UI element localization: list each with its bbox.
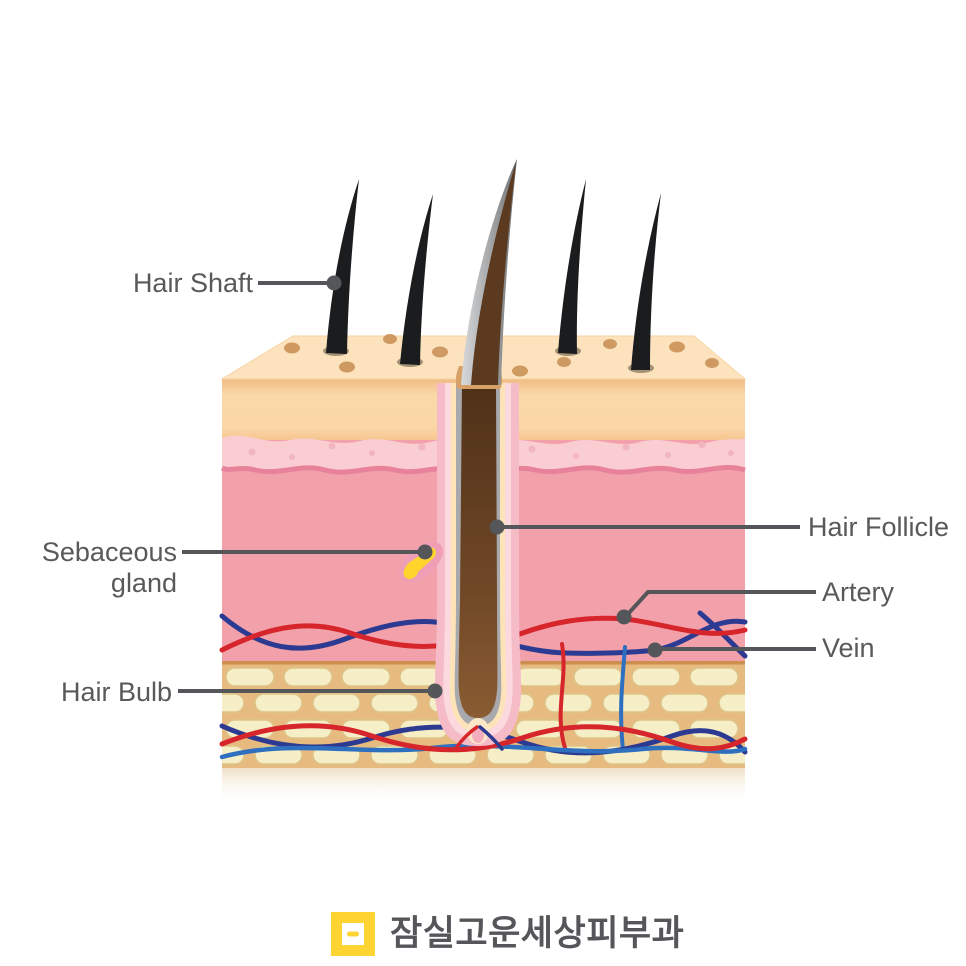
artery-leader: [616, 590, 816, 625]
papilla-artery: [454, 725, 479, 750]
block-shadow: [222, 768, 745, 804]
vein-branch-vertical: [619, 645, 627, 752]
blood-vessels-hypodermis: [219, 723, 748, 760]
label-hair-follicle: Hair Follicle: [808, 512, 950, 542]
yellow-square-dash-icon: [331, 912, 375, 956]
clinic-name-text: 잠실고운세상피부과: [390, 914, 685, 953]
hairs: [323, 159, 661, 385]
artery-branch-vertical: [558, 642, 567, 750]
label-hair-bulb: Hair Bulb: [60, 677, 172, 707]
hair-shaft-central-core: [471, 162, 516, 385]
hair-bulb-leader: [178, 683, 443, 699]
label-sebaceous-line2: gland: [110, 568, 177, 598]
hair-shaft-leader: [258, 275, 342, 291]
hair-root-brown: [458, 383, 498, 718]
dermal-papilla-inner: [472, 727, 484, 743]
hair-follicle-leader: [489, 519, 800, 535]
label-vein: Vein: [822, 633, 875, 663]
leader-lines: [178, 275, 816, 699]
label-artery: Artery: [822, 577, 895, 607]
label-sebaceous-gland: Sebaceous gland: [42, 537, 177, 599]
hair-shaft-2: [400, 194, 433, 365]
artery-deep: [219, 723, 748, 753]
sebaceous-gland-leader: [182, 544, 433, 560]
label-hair-shaft: Hair Shaft: [132, 268, 253, 298]
papilla-vein: [478, 725, 504, 751]
hair-shaft-4: [558, 179, 586, 354]
vein-leader: [647, 642, 816, 658]
artery-vessel: [219, 623, 465, 653]
hair-follicle-structure: [399, 383, 522, 751]
hair-shaft-5: [631, 193, 661, 370]
pores: [284, 334, 719, 377]
clinic-logo: 잠실고운세상피부과: [330, 911, 684, 957]
hair-shaft-1: [326, 179, 359, 354]
label-sebaceous-line1: Sebaceous: [41, 537, 177, 567]
